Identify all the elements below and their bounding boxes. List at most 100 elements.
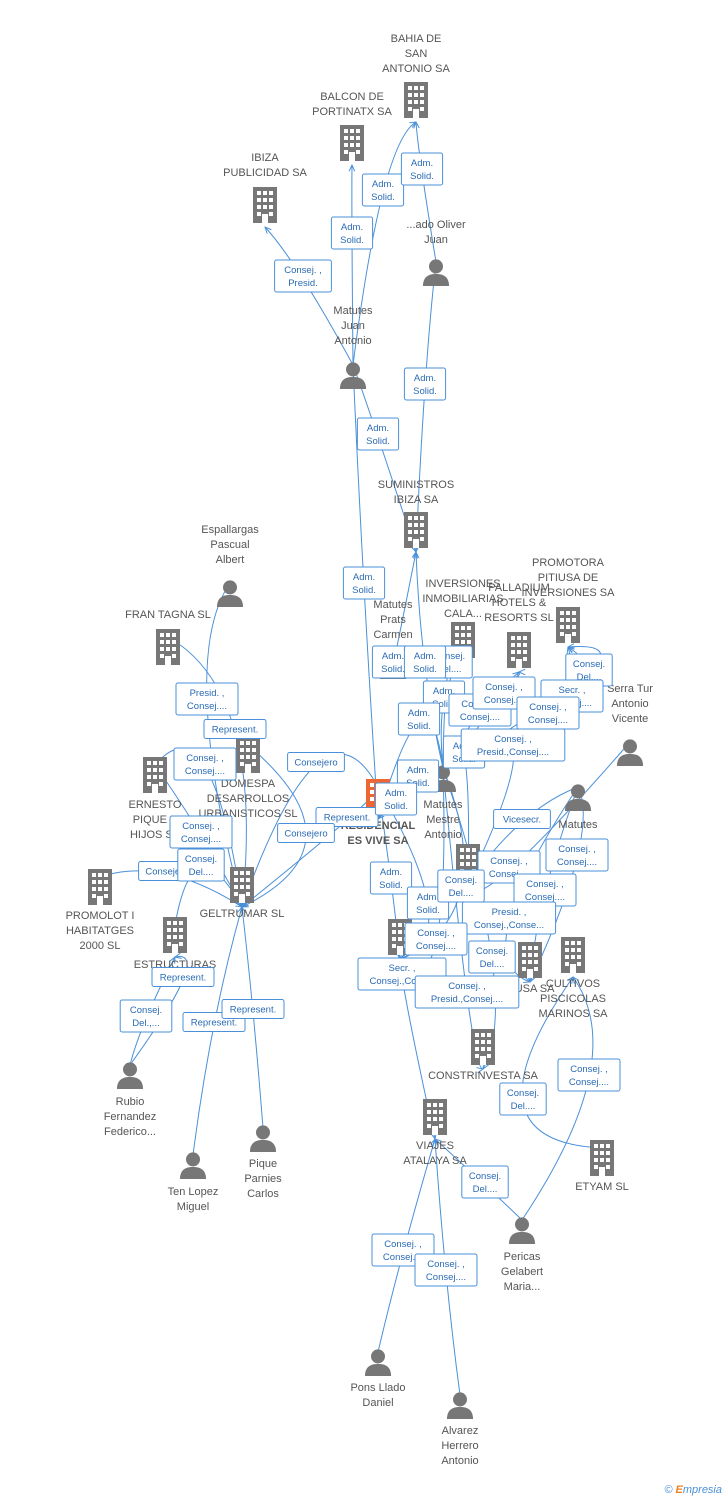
- node-etyam[interactable]: ETYAM SL: [575, 1140, 629, 1193]
- node-label: ...ado Oliver: [406, 219, 466, 231]
- node-frantagna[interactable]: FRAN TAGNA SL: [125, 609, 211, 665]
- node-label: VIAJES: [416, 1140, 454, 1152]
- edge-label-text: Solid.: [352, 585, 376, 596]
- edge-label-text: Consej.: [433, 651, 465, 662]
- edge-label-text: Solid.: [407, 721, 431, 732]
- node-label: PROMOTORA: [532, 557, 605, 569]
- node-pericas[interactable]: PericasGelabertMaria...: [501, 1217, 543, 1293]
- edge-label[interactable]: Represent.: [203, 719, 267, 739]
- edge-label[interactable]: Represent.: [221, 999, 285, 1019]
- edge-label[interactable]: Adm.Solid.: [356, 417, 400, 451]
- node-constrinvesta[interactable]: CONSTRINVESTA SA: [428, 1029, 539, 1082]
- edge-label[interactable]: Consej.Del....: [437, 869, 485, 903]
- company-building-icon: [423, 1099, 447, 1135]
- node-rubio[interactable]: RubioFernandezFederico...: [104, 1062, 157, 1138]
- node-label: PORTINATX SA: [312, 106, 392, 118]
- edge-label[interactable]: Consej. ,Consej....: [516, 696, 580, 730]
- edge-label[interactable]: Consej. ,Consej....: [513, 873, 577, 907]
- company-building-icon: [88, 869, 112, 905]
- edge-label[interactable]: Consej. ,Presid.: [274, 259, 332, 293]
- edge-label[interactable]: Adm.Solid.: [369, 861, 413, 895]
- edge-label-text: Adm.: [385, 788, 407, 799]
- company-building-icon: [471, 1029, 495, 1065]
- edge-label-text: Del....: [473, 1184, 498, 1195]
- brand-rest: mpresia: [682, 1484, 722, 1496]
- edge-label-text: Solid.: [379, 880, 403, 891]
- node-matutes2[interactable]: Matutes: [558, 784, 598, 831]
- edge-label[interactable]: Consej.Del....: [177, 848, 225, 882]
- edge-label[interactable]: Adm.Solid.: [330, 216, 374, 250]
- node-label: Alvarez: [442, 1425, 479, 1437]
- edge-label[interactable]: Consejero: [287, 752, 345, 772]
- edge-label-text: Vicesecr.: [503, 815, 541, 826]
- edge-label[interactable]: Adm.Solid.: [403, 645, 447, 679]
- edge-label[interactable]: Consej.Del.,...: [119, 999, 173, 1033]
- edge-label[interactable]: Adm.Solid.: [400, 152, 444, 186]
- edge-label-text: Adm.: [382, 651, 404, 662]
- node-label: Rubio: [116, 1096, 145, 1108]
- edge-label[interactable]: Consej.Del....: [461, 1165, 509, 1199]
- edge-label[interactable]: Consejero: [277, 823, 335, 843]
- edge-label[interactable]: Consej. ,Presid.,Consej....: [460, 728, 566, 762]
- edge-label-box: [221, 999, 285, 1019]
- edge-label[interactable]: Consej.Del....: [499, 1082, 547, 1116]
- person-icon: [249, 1125, 277, 1152]
- edge-label[interactable]: Consej. ,Consej....: [545, 838, 609, 872]
- edge-label[interactable]: Consej. ,Consej....: [173, 747, 237, 781]
- edge-label[interactable]: Consej. ,Consej....: [169, 815, 233, 849]
- edge-label-box: [493, 809, 551, 829]
- node-label: SAN: [405, 48, 428, 60]
- edge-label[interactable]: Consej.Del....: [565, 653, 613, 687]
- node-label: Vicente: [612, 713, 649, 725]
- edge-label[interactable]: Consej. ,Consej....: [414, 1253, 478, 1287]
- edge-label-text: Consejero: [294, 758, 337, 769]
- edge-label[interactable]: Represent.: [315, 807, 379, 827]
- edge-label[interactable]: Represent.: [151, 967, 215, 987]
- edge-label[interactable]: Adm.Solid.: [342, 566, 386, 600]
- edge-label[interactable]: Adm.Solid.: [397, 702, 441, 736]
- edge-label-box: [403, 367, 447, 401]
- edge-label[interactable]: Consej. ,Consej....: [557, 1058, 621, 1092]
- edge-label-text: Represent.: [324, 813, 370, 824]
- edge-label-text: Consej. ,: [384, 1239, 422, 1250]
- person-icon: [364, 1349, 392, 1376]
- edge-label-text: Consej....: [181, 834, 221, 845]
- edge-label[interactable]: Consej. ,Presid.,Consej....: [414, 975, 520, 1009]
- node-geltrumar[interactable]: GELTRUMAR SL: [200, 867, 285, 920]
- edge-label[interactable]: Presid. ,Consej....: [175, 682, 239, 716]
- edge-label-text: Represent.: [212, 725, 258, 736]
- edge-label[interactable]: Adm.Solid.: [403, 367, 447, 401]
- node-label: Carlos: [247, 1188, 279, 1200]
- edge-label[interactable]: Consej.Del....: [468, 940, 516, 974]
- edge-label[interactable]: Vicesecr.: [493, 809, 551, 829]
- edge-label[interactable]: Adm.Solid.: [374, 782, 418, 816]
- node-inversiones[interactable]: INVERSIONESINMOBILIARIASCALA...: [422, 578, 504, 658]
- person-icon: [422, 259, 450, 286]
- edge-label-text: Consej....: [187, 701, 227, 712]
- edge-label[interactable]: Presid. ,Consej.,Conse...: [461, 901, 557, 935]
- node-estructuras[interactable]: ESTRUCTURAS: [134, 917, 217, 971]
- edge-label[interactable]: Consej. ,Consej....: [404, 922, 468, 956]
- edge-label[interactable]: Adm.Solid.: [361, 173, 405, 207]
